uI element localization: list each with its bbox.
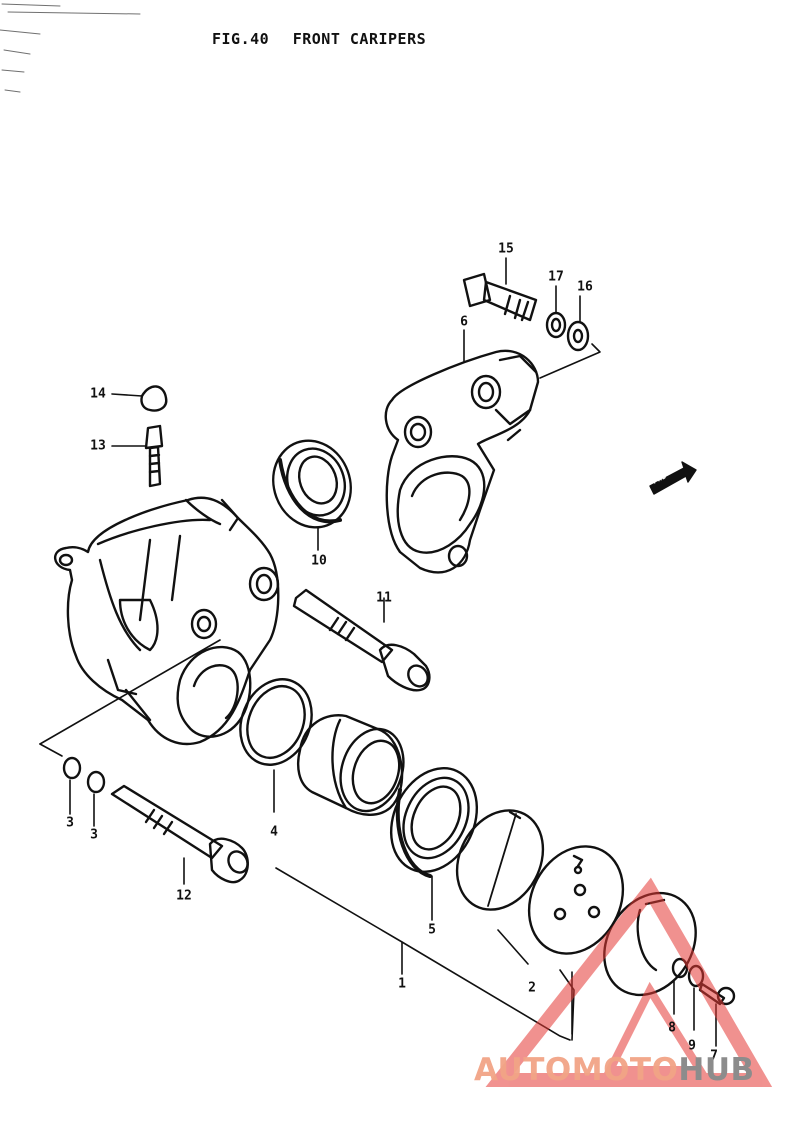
part-14-bleeder-cap [111,385,168,412]
part-12-slide-pin [110,784,249,885]
fwd-arrow-icon [649,461,697,495]
callout-13: 13 [90,438,106,454]
part-13-bleeder-valve [111,424,164,488]
part-11-slide-pin [292,588,431,692]
callout-9: 9 [688,1038,696,1054]
callout-11: 11 [376,590,392,606]
callout-1: 1 [398,976,406,992]
figure-name: FRONT CARIPERS [292,30,427,48]
callout-8: 8 [668,1020,676,1036]
callout-2: 2 [528,980,536,996]
figure-title: FIG.40 FRONT CARIPERS [212,30,440,48]
callout-17: 17 [548,269,564,285]
callout-7: 7 [710,1048,718,1064]
part-2-pad-shim [527,845,625,955]
part-15-bolt [462,257,538,322]
callout-4: 4 [270,824,278,840]
caliper-body [54,496,280,746]
watermark-triangle-icon [485,877,773,1087]
part-5-dust-seal [389,767,479,921]
watermark-moto: MOTO [571,1052,679,1088]
scan-noise [0,3,141,93]
watermark-hub: HUB [678,1052,755,1088]
brake-pad [455,809,545,911]
callout-6: 6 [460,314,468,330]
watermark-logo-text: AUTOMOTOHUB [474,1052,755,1088]
part-10-dust-seal [272,439,352,551]
callout-16: 16 [577,279,593,295]
watermark-auto: AUTO [474,1052,572,1088]
part-16-washer [566,295,590,352]
part-4-piston-seal [239,678,313,813]
part-17-washer [545,285,567,339]
callout-3-left: 3 [66,815,74,831]
callout-14: 14 [90,386,106,402]
callout-5: 5 [428,922,436,938]
part-3-o-ring-right [86,770,106,827]
part-3-o-ring-left [62,756,82,815]
piston [297,714,405,816]
callout-12: 12 [176,888,192,904]
part-8-washer [671,957,689,1015]
callout-15: 15 [498,241,514,257]
figure-number: FIG.40 [212,30,270,48]
part-6-caliper-bracket [384,329,601,574]
callout-3-right: 3 [90,827,98,843]
callout-10: 10 [311,553,327,569]
